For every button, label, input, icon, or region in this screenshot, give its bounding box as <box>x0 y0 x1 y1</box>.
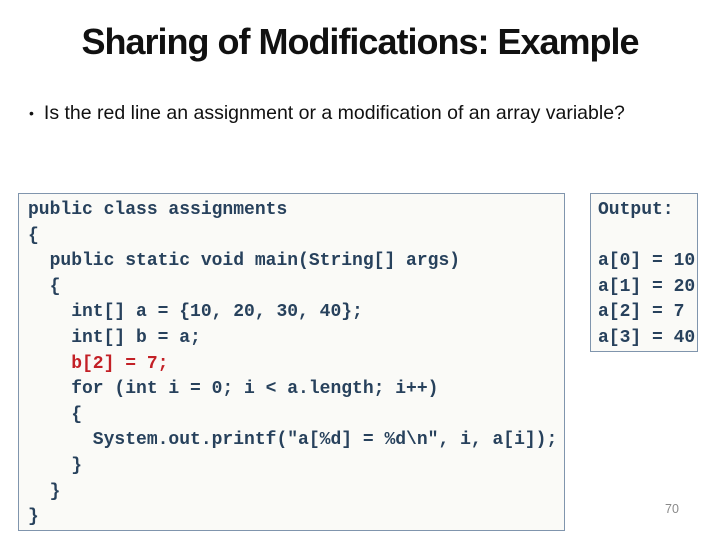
code-line: int[] a = {10, 20, 30, 40}; <box>28 302 363 323</box>
code-line: } <box>28 455 83 476</box>
code-line-highlighted: b[2] = 7; <box>28 353 169 374</box>
code-line: } <box>28 507 39 528</box>
bullet-text: Is the red line an assignment or a modif… <box>43 102 625 124</box>
code-line: public class assignments <box>28 200 288 220</box>
slide-title: Sharing of Modifications: Example <box>81 21 639 62</box>
page-number: 70 <box>665 502 679 516</box>
output-lines: a[0] = 10 a[1] = 20 a[2] = 7 a[3] = 40 <box>598 249 695 351</box>
code-line: { <box>28 276 61 297</box>
output-panel: Output: a[0] = 10 a[1] = 20 a[2] = 7 a[3] =… <box>590 193 698 352</box>
code-line: for (int i = 0; i < a.length; i++) <box>28 379 439 400</box>
output-line: a[3] = 40 <box>598 327 696 348</box>
code-line: int[] b = a; <box>28 327 201 348</box>
output-line: a[2] = 7 <box>598 302 685 323</box>
code-line: System.out.printf("a[%d] = %d\n", i, a[i… <box>28 430 558 451</box>
code-line: } <box>28 481 61 502</box>
output-line: a[1] = 20 <box>598 276 696 297</box>
bullet-icon: • <box>29 105 34 121</box>
code-line: { <box>28 225 39 246</box>
output-title: Output: <box>598 200 674 220</box>
code-panel: public class assignments { public static … <box>18 193 565 531</box>
code-line: public static void main(String[] args) <box>28 251 461 272</box>
output-line: a[0] = 10 <box>598 251 696 272</box>
bullet-item: • Is the red line an assignment or a mod… <box>29 101 714 125</box>
code-line: { <box>28 404 83 425</box>
